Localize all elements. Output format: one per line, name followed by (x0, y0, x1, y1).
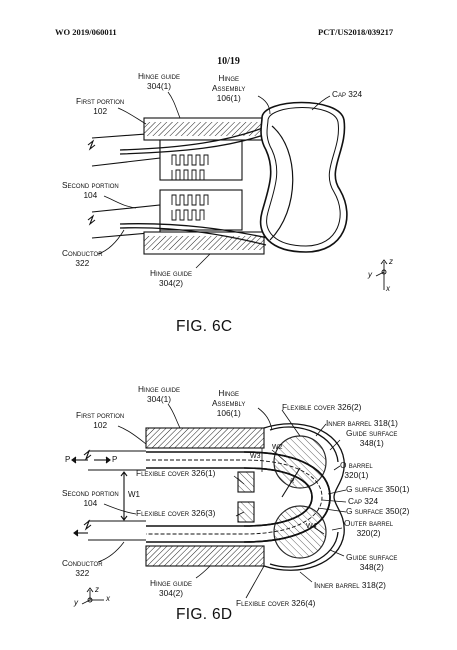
label-flex-cover-1: Flexible cover 326(1) (136, 468, 216, 478)
figure-caption-6c: FIG. 6C (176, 318, 233, 335)
label-cap: Cap 324 (332, 89, 363, 99)
axis-z-label: z (389, 257, 393, 266)
application-number: PCT/US2018/039217 (318, 27, 394, 37)
label-cap-6d: Cap 324 (348, 496, 379, 506)
label-flex-cover-4: Flexible cover 326(4) (236, 598, 316, 608)
axis-y-label: y (368, 270, 372, 279)
label-radius: r (290, 476, 295, 485)
label-g-surface-2: G surface 350(2) (346, 506, 410, 516)
label-flex-cover-3: Flexible cover 326(3) (136, 508, 216, 518)
label-w3: W3 (250, 453, 261, 460)
page-number: 10/19 (217, 56, 240, 67)
axis-y-label-6d: y (74, 598, 78, 607)
label-g-surface-1: G surface 350(1) (346, 484, 410, 494)
label-w4: W4 (306, 523, 317, 530)
label-w1: W1 (128, 490, 140, 499)
label-p-right: P (112, 455, 118, 464)
axis-x-label-6d: x (106, 594, 110, 603)
figure-caption-6d: FIG. 6D (176, 606, 233, 623)
label-inner-barrel-2: Inner barrel 318(2) (314, 580, 386, 590)
publication-number: WO 2019/060011 (55, 27, 117, 37)
axis-z-label-6d: z (95, 585, 99, 594)
axis-x-label: x (386, 284, 390, 293)
label-flex-cover-2: Flexible cover 326(2) (282, 402, 362, 412)
label-inner-barrel-1: Inner barrel 318(1) (326, 418, 398, 428)
label-w2: W2 (272, 444, 283, 451)
label-p-left: P (65, 455, 71, 464)
